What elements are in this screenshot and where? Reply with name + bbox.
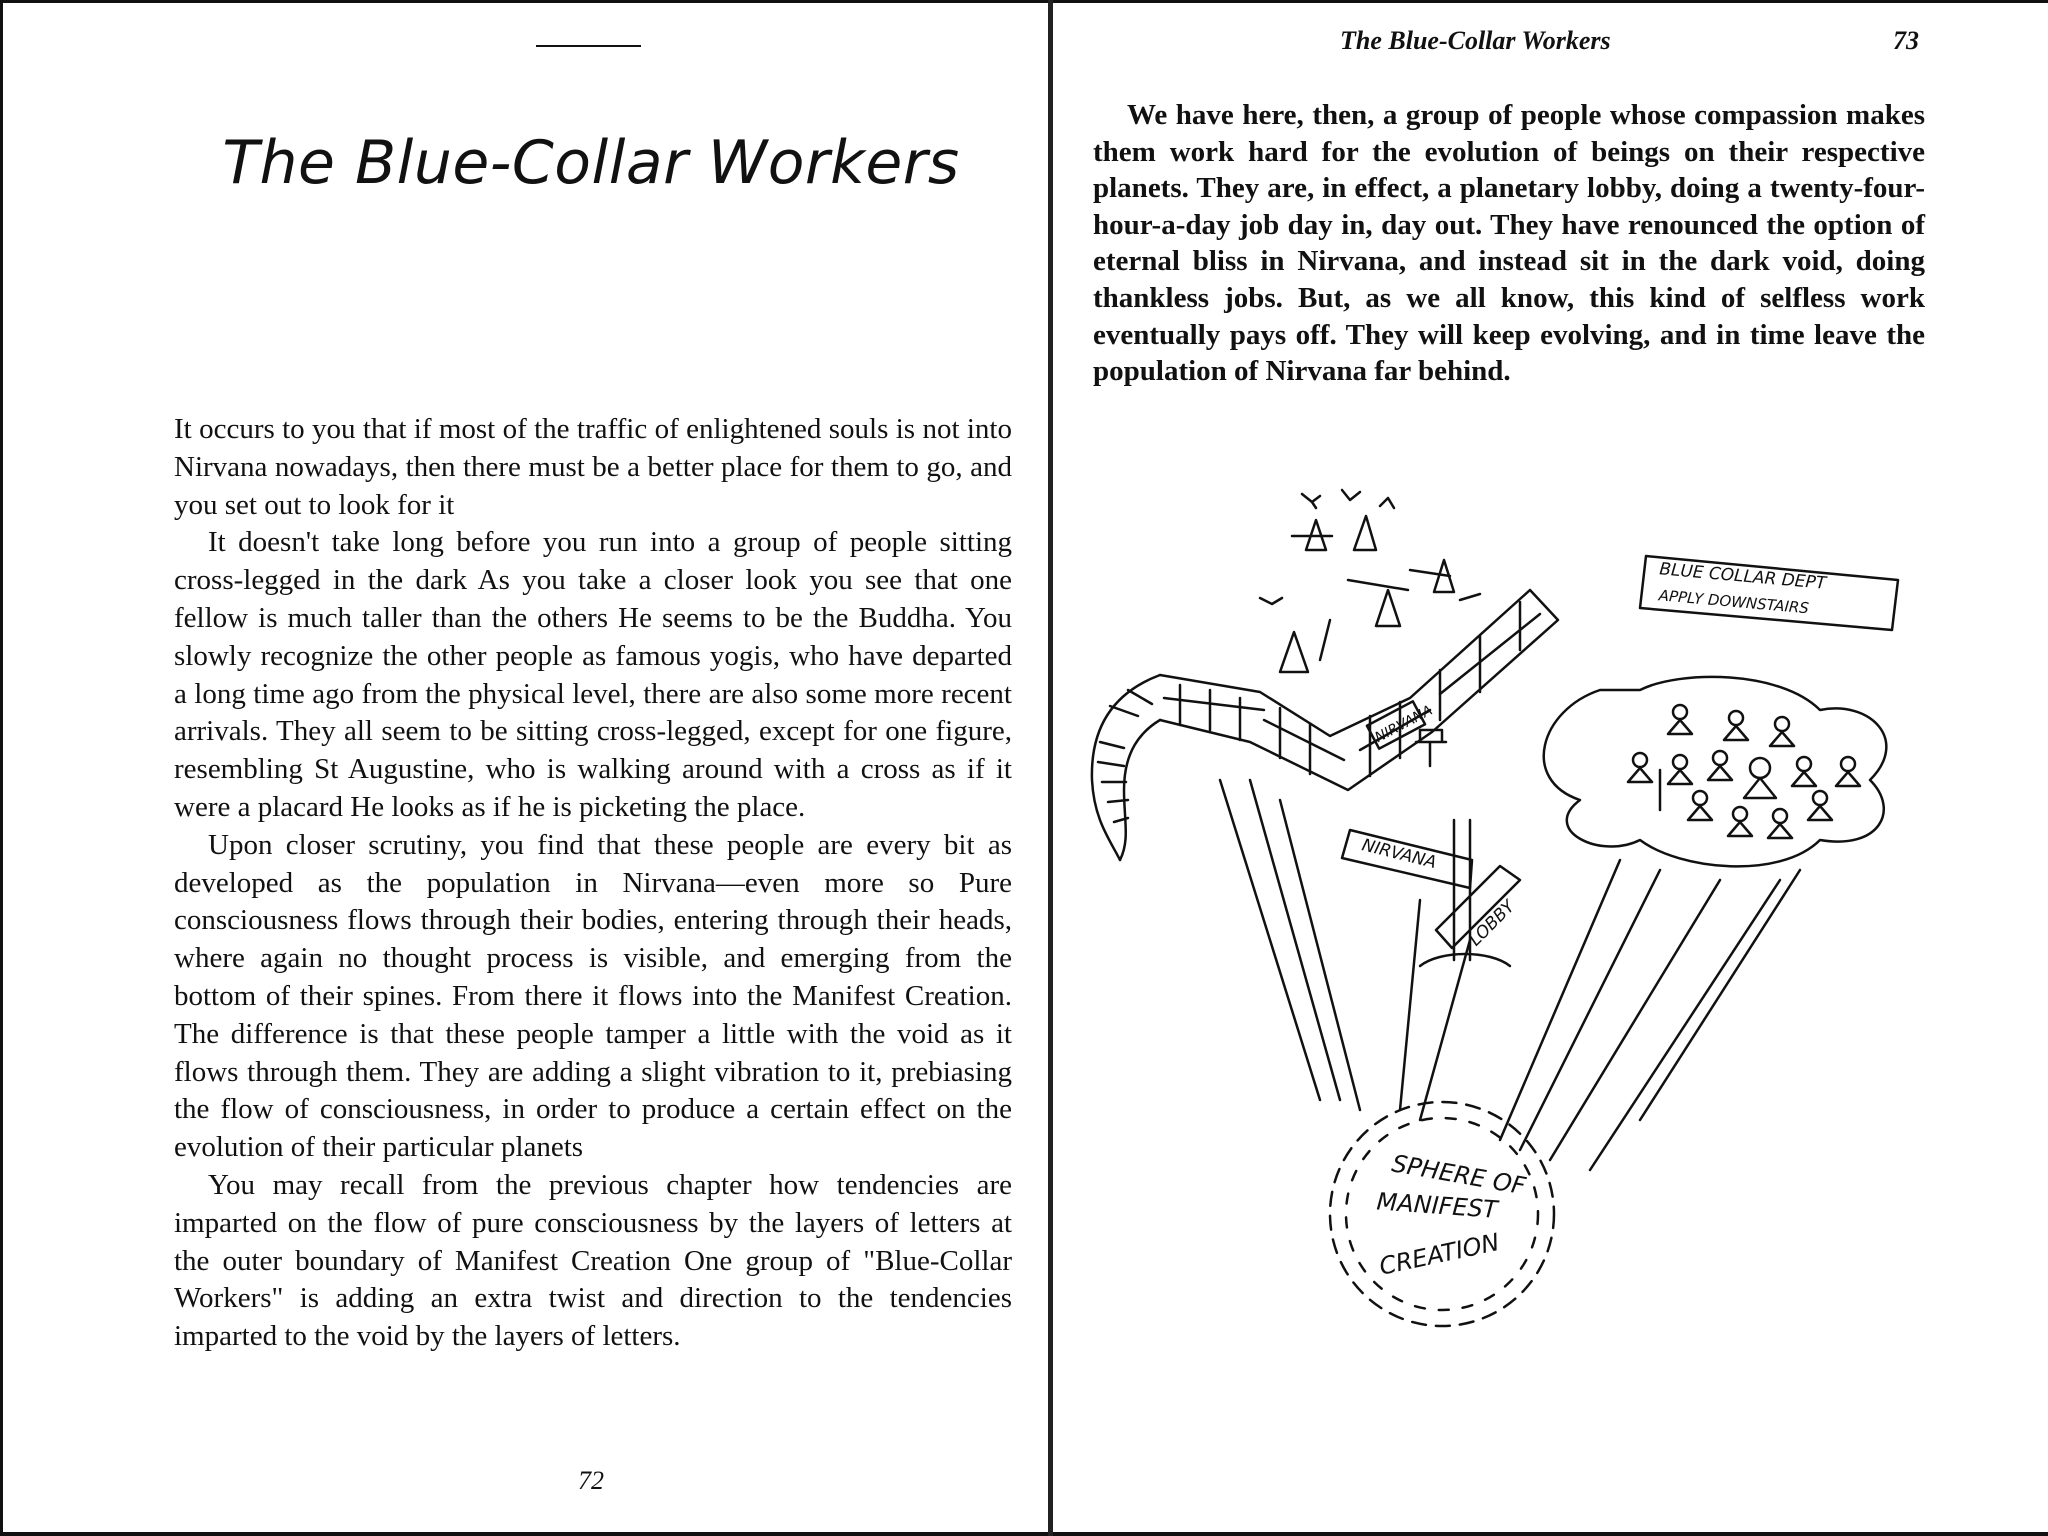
signpost-drawing: NIRVANA LOBBY [1340, 818, 1522, 968]
chapter-title: The Blue-Collar Workers [222, 128, 960, 198]
serpent-drawing [1090, 673, 1162, 862]
chapter-rule [536, 45, 641, 47]
running-head: The Blue-Collar Workers [1340, 26, 1611, 55]
paragraph-4: You may recall from the previous chapter… [174, 1168, 1012, 1353]
sphere-label-3: CREATION [1377, 1228, 1502, 1281]
scan-bottom-border [0, 1532, 2048, 1536]
right-body-text: We have here, then, a group of people wh… [1093, 97, 1925, 390]
left-page: The Blue-Collar Workers It occurs to you… [174, 45, 1012, 1495]
nirvana-wall-drawing: NIRVANA [1158, 588, 1560, 792]
yogi-cloud-drawing [1542, 675, 1888, 868]
page-number-right: 73 [1893, 26, 1919, 55]
book-gutter [1048, 0, 1053, 1536]
page-number-left: 72 [578, 1466, 604, 1495]
signpost-right-label: LOBBY [1465, 896, 1520, 951]
paragraph-2: It doesn't take long before you run into… [174, 526, 1012, 823]
paragraph-3: Upon closer scrutiny, you find that thes… [174, 828, 1012, 1164]
left-body-text: It occurs to you that if most of the tra… [174, 411, 1012, 1356]
meditating-figures [1626, 703, 1862, 840]
nirvana-figures-drawing [1278, 514, 1482, 674]
birds-drawing [1258, 488, 1396, 606]
paragraph-1: It occurs to you that if most of the tra… [174, 413, 1012, 521]
sphere-of-manifest-creation: SPHERE OF MANIFEST CREATION [1328, 1100, 1556, 1328]
consciousness-rays [1218, 778, 1802, 1172]
scan-top-border [0, 0, 2048, 3]
blue-collar-banner: BLUE COLLAR DEPT APPLY DOWNSTAIRS [1638, 554, 1900, 632]
scan-left-border [0, 0, 3, 1536]
blue-collar-illustration: NIRVANA BLUE COLLAR DEPT APPLY DOWNSTAIR… [1080, 480, 1940, 1340]
right-paragraph: We have here, then, a group of people wh… [1093, 99, 1925, 388]
